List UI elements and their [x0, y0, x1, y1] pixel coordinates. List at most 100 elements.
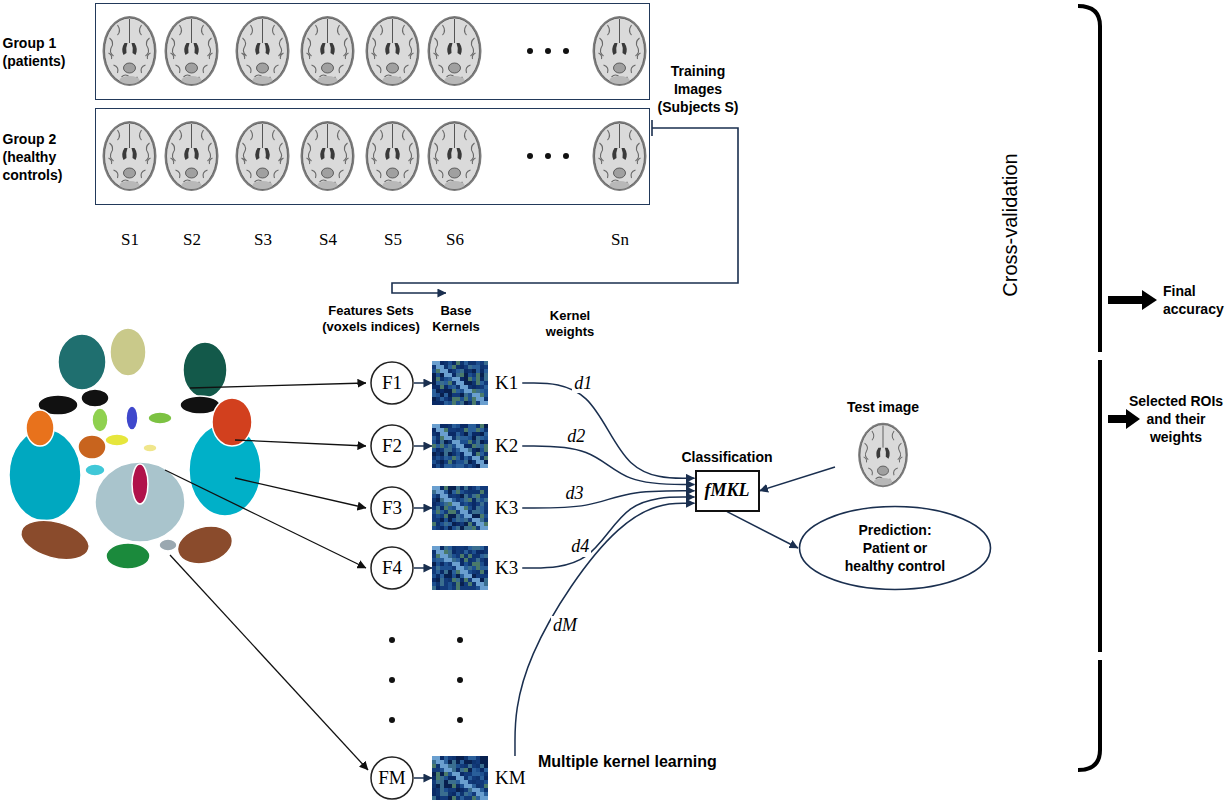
kernel-cell [476, 558, 480, 562]
kernel-cell [448, 389, 452, 393]
kernel-cell [456, 776, 460, 780]
kernel-cell [456, 586, 460, 590]
kernel-cell [432, 436, 436, 440]
kernel-cell [468, 432, 472, 436]
brain-atlas [173, 520, 236, 569]
kernel-cell [436, 440, 440, 444]
kernel-cell [452, 464, 456, 468]
kernel-cell [472, 578, 476, 582]
kernel-cell [472, 776, 476, 780]
subject-brain [301, 121, 355, 191]
kernel-cell [448, 436, 452, 440]
kernel-cell [452, 526, 456, 530]
kernel-cell [448, 385, 452, 389]
kernel-cell [464, 452, 468, 456]
kernel-cell [456, 460, 460, 464]
kernel-cell [440, 502, 444, 506]
kernel-cell [476, 464, 480, 468]
kernel-cell [460, 494, 464, 498]
kernel-cell [444, 506, 448, 510]
kernel-cell [472, 397, 476, 401]
kernel-cell [484, 522, 488, 526]
kernel-cell [464, 381, 468, 385]
kernel-cell [456, 582, 460, 586]
kernel-cell [464, 566, 468, 570]
kernel-cell [452, 436, 456, 440]
kernel-cell [432, 526, 436, 530]
kernel-cell [444, 397, 448, 401]
kernel-cell [480, 784, 484, 788]
kernel-cell [480, 373, 484, 377]
brain-atlas [26, 410, 54, 446]
kernel-cell [444, 514, 448, 518]
kernel-cell [432, 432, 436, 436]
kernel-cell [464, 574, 468, 578]
kernel-cell [444, 784, 448, 788]
kernel-cell [436, 365, 440, 369]
kernel-cell [440, 377, 444, 381]
kernel-cell [480, 502, 484, 506]
kernel-cell [452, 784, 456, 788]
method-caption: Multiple kernel learning [538, 752, 717, 772]
kernel-cell [432, 440, 436, 444]
kernel-cell [464, 582, 468, 586]
kernel-cell [464, 760, 468, 764]
kernel-cell [444, 381, 448, 385]
kernel-cell [456, 385, 460, 389]
kernel-cell [472, 784, 476, 788]
kernel-cell [444, 502, 448, 506]
subject-brain [236, 16, 290, 86]
kernel-cell [452, 432, 456, 436]
brain-atlas [81, 389, 109, 407]
kernel-cell [444, 377, 448, 381]
kernel-cell [460, 510, 464, 514]
kernel-cell [436, 788, 440, 792]
brain-atlas [212, 398, 252, 446]
kernel-cell [472, 760, 476, 764]
kernel-cell [484, 788, 488, 792]
kernel-cell [452, 369, 456, 373]
kernel-cell [468, 558, 472, 562]
kernel-cell [484, 365, 488, 369]
kernel-cell [480, 526, 484, 530]
kernel-cell [484, 526, 488, 530]
kernel-cell [480, 522, 484, 526]
kernel-cell [436, 452, 440, 456]
kernel-cell [452, 494, 456, 498]
kernel-cell [472, 432, 476, 436]
brain-atlas [183, 342, 227, 398]
kernel-cell [432, 428, 436, 432]
kernel-cell [464, 546, 468, 550]
kernel-cell [460, 486, 464, 490]
kernel-cell [444, 369, 448, 373]
kernel-cell [468, 464, 472, 468]
kernel-cell [468, 424, 472, 428]
kernel-cell [472, 452, 476, 456]
kernel-cell [436, 490, 440, 494]
kernel-cell [448, 788, 452, 792]
kernel-cell [476, 389, 480, 393]
kernel-cell [452, 424, 456, 428]
kernel-cell [484, 494, 488, 498]
kernel-cell [432, 518, 436, 522]
subject-brain [593, 121, 647, 191]
cross-validation-bracket [1108, 290, 1157, 310]
kernel-cell [444, 365, 448, 369]
kernel-cell [456, 570, 460, 574]
kernel-cell [444, 389, 448, 393]
kernel-cell [432, 586, 436, 590]
kernel-cell [452, 502, 456, 506]
kernel-cell [484, 518, 488, 522]
kernel-cell [444, 373, 448, 377]
kernel-cell [448, 514, 452, 518]
kernel-cell [432, 377, 436, 381]
kernel-cell [440, 498, 444, 502]
kernel-cell [444, 424, 448, 428]
kernel-cell [436, 460, 440, 464]
kernel-cell [452, 381, 456, 385]
kernel-cell [472, 768, 476, 772]
kernel-cell [436, 586, 440, 590]
kernel-cell [440, 554, 444, 558]
brain-atlas [78, 435, 106, 459]
kernel-cell [468, 510, 472, 514]
